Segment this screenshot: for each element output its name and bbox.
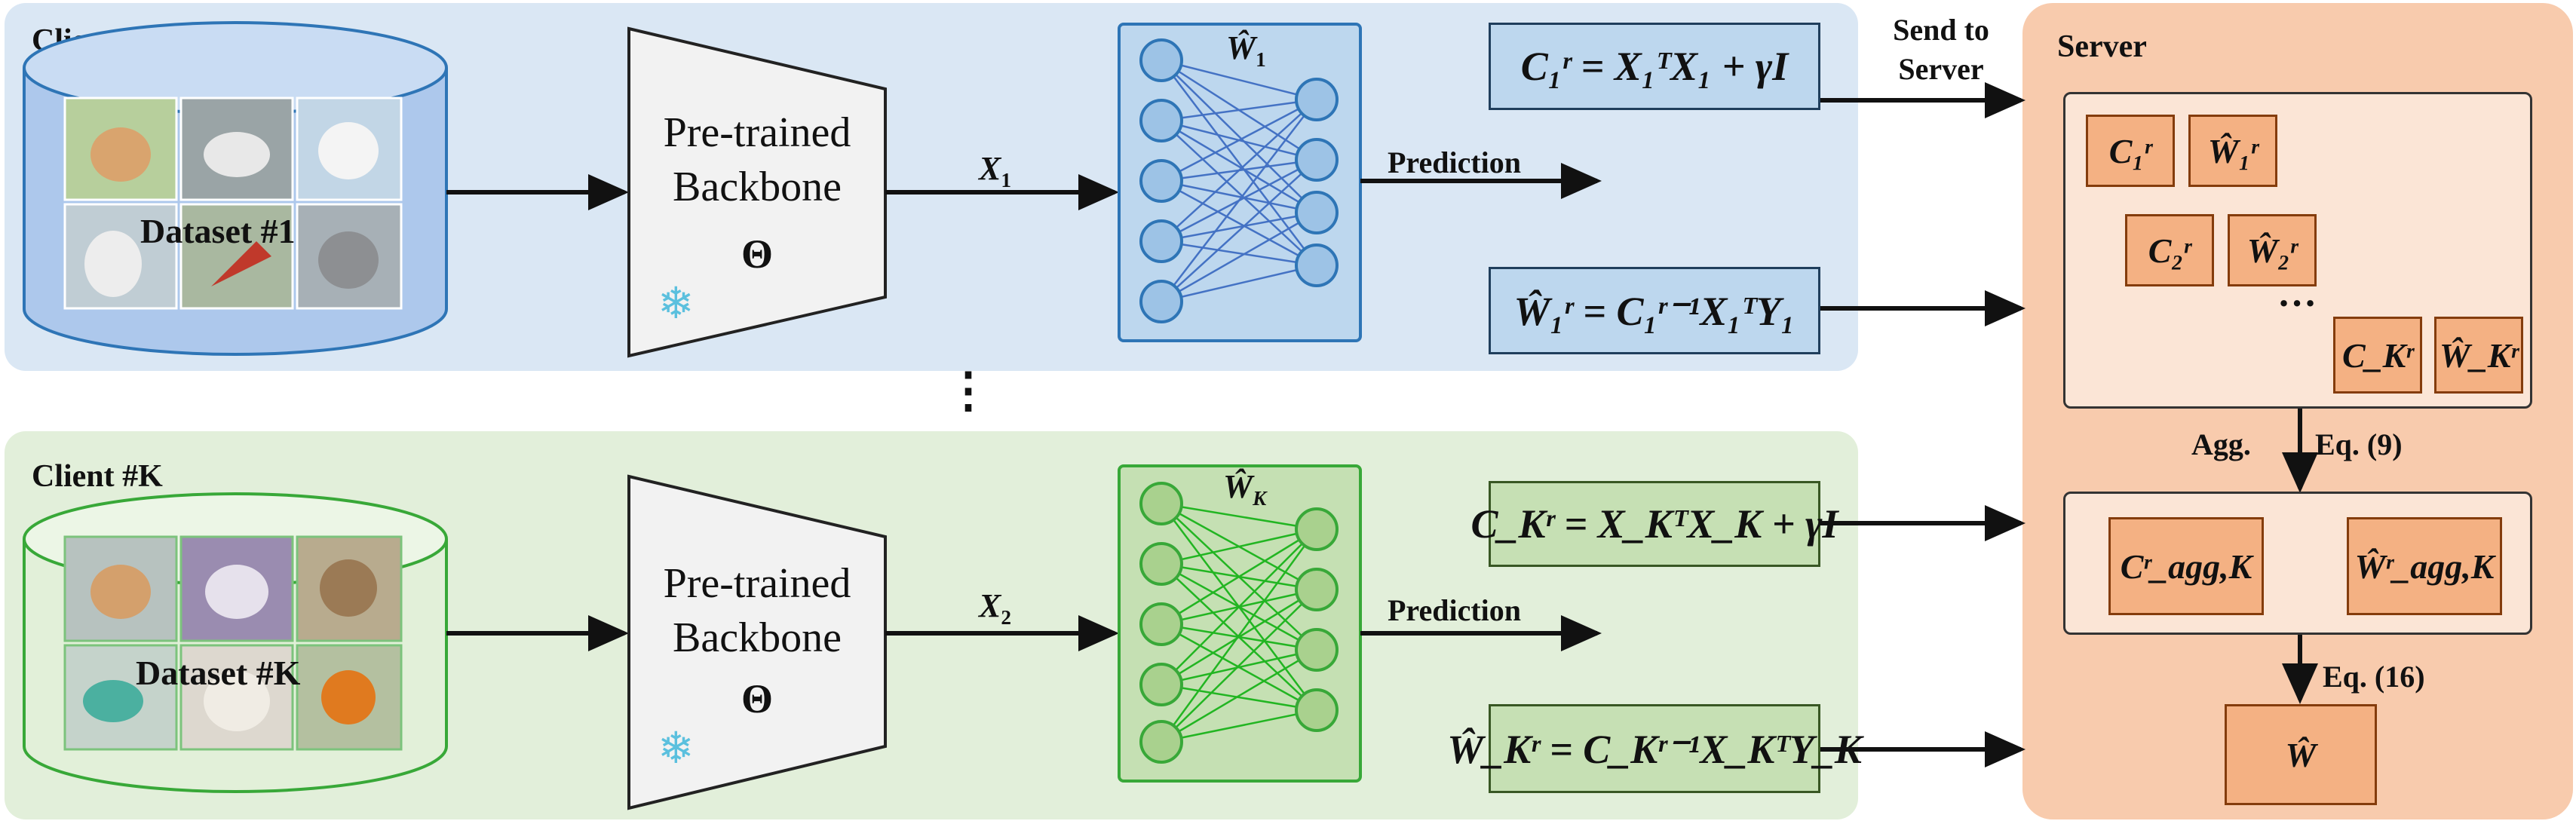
backbone-k-param: Θ bbox=[741, 676, 773, 721]
prediction-k-label: Prediction bbox=[1388, 593, 1522, 627]
head-1-connection bbox=[1161, 179, 1317, 267]
backbone-1-shape bbox=[627, 26, 887, 358]
feature-1-label: X1 bbox=[979, 150, 1011, 191]
head-1-connections bbox=[1161, 59, 1317, 303]
head-k-connection bbox=[1161, 648, 1317, 743]
backbone-k-line2: Backbone bbox=[673, 614, 842, 661]
dataset-k-cylinder bbox=[23, 492, 448, 793]
server-final-weight: Ŵ bbox=[2225, 704, 2377, 805]
backbone-1-param: Θ bbox=[741, 231, 773, 277]
snowflake-icon: ❄ bbox=[658, 724, 695, 773]
server-title: Server bbox=[2057, 29, 2147, 64]
head-1-connection bbox=[1161, 119, 1317, 214]
head-k-output-node bbox=[1295, 628, 1339, 672]
head-1-connection bbox=[1161, 99, 1317, 242]
cov-eq-1: C₁ʳ = X₁ᵀX₁ + γI bbox=[1489, 23, 1820, 110]
head-1-label: Ŵ1 bbox=[1226, 29, 1266, 71]
server-tile-w2: Ŵ₂ʳ bbox=[2228, 214, 2317, 286]
eq16-label: Eq. (16) bbox=[2323, 660, 2425, 694]
head-k-connection bbox=[1161, 528, 1317, 626]
head-1-input-node bbox=[1139, 159, 1183, 203]
server-tile-ck: C_Kʳ bbox=[2333, 317, 2422, 394]
dataset-1-cylinder bbox=[23, 21, 448, 356]
head-k-input-node bbox=[1139, 663, 1183, 706]
send-label-line2: Server bbox=[1898, 52, 1984, 86]
dataset-k-label: Dataset #K bbox=[136, 654, 301, 692]
backbone-1-line2: Backbone bbox=[673, 164, 842, 210]
head-1-connection bbox=[1161, 120, 1317, 266]
dataset-1-images bbox=[63, 96, 403, 310]
server-tile-w-agg: Ŵʳ_agg,K bbox=[2347, 517, 2502, 615]
head-k-connection bbox=[1161, 709, 1317, 743]
server-tile-c2: C₂ʳ bbox=[2125, 214, 2214, 286]
server-tile-c-agg: Cʳ_agg,K bbox=[2108, 517, 2264, 615]
backbone-1-label: Pre-trained Backbone bbox=[629, 106, 885, 214]
weight-eq-k: Ŵ_Kʳ = C_Kʳ⁻¹X_KᵀY_K bbox=[1447, 704, 1862, 793]
head-k-input-node bbox=[1139, 542, 1183, 586]
backbone-k-shape bbox=[627, 474, 887, 810]
head-k-output-node bbox=[1295, 688, 1339, 732]
head-1-connection bbox=[1161, 59, 1317, 101]
head-k-input-node bbox=[1139, 602, 1183, 646]
cov-eq-k: C_Kʳ = X_KᵀX_K + γI bbox=[1471, 481, 1838, 567]
head-1-connection bbox=[1161, 211, 1317, 243]
head-1-connection bbox=[1161, 60, 1317, 266]
head-1-output-node bbox=[1295, 244, 1339, 287]
head-1-connection bbox=[1161, 60, 1317, 213]
server-tile-c1: C₁ʳ bbox=[2086, 115, 2175, 187]
head-1-input-node bbox=[1139, 38, 1183, 82]
head-k-nodes bbox=[1139, 482, 1339, 764]
head-1-nodes bbox=[1139, 38, 1339, 323]
head-1-connection bbox=[1161, 99, 1317, 302]
head-k-connection bbox=[1160, 528, 1318, 743]
backbone-k-line1: Pre-trained bbox=[663, 560, 851, 607]
head-1-output-node bbox=[1295, 138, 1339, 182]
head-k-connection bbox=[1161, 683, 1317, 712]
prediction-1-label: Prediction bbox=[1388, 146, 1522, 179]
weight-eq-1: Ŵ₁ʳ = C₁ʳ⁻¹X₁ᵀY₁ bbox=[1489, 267, 1820, 354]
head-k-input-node bbox=[1139, 482, 1183, 525]
backbone-1-line1: Pre-trained bbox=[663, 109, 851, 156]
head-1-connection bbox=[1161, 264, 1317, 303]
head-k-connection bbox=[1161, 589, 1317, 743]
head-k-connection bbox=[1161, 528, 1317, 685]
agg-label: Agg. bbox=[2191, 427, 2251, 461]
head-k-connection bbox=[1161, 502, 1317, 531]
head-1-connection bbox=[1161, 98, 1317, 182]
head-1-connection bbox=[1161, 159, 1317, 302]
dataset-k-images bbox=[63, 535, 403, 751]
send-to-server-label: Send to Server bbox=[1873, 11, 2009, 89]
eq9-label: Eq. (9) bbox=[2315, 427, 2403, 461]
server-tile-wk: Ŵ_Kʳ bbox=[2434, 317, 2523, 394]
head-1-output-node bbox=[1295, 191, 1339, 234]
server-ellipsis: … bbox=[2277, 272, 2317, 315]
head-1-connection bbox=[1161, 179, 1317, 214]
snowflake-icon: ❄ bbox=[658, 279, 695, 328]
head-1-input-node bbox=[1139, 219, 1183, 263]
head-k-input-node bbox=[1139, 720, 1183, 764]
head-1-connection bbox=[1161, 98, 1317, 122]
server-tile-w1: Ŵ₁ʳ bbox=[2188, 115, 2277, 187]
head-k-output-node bbox=[1295, 507, 1339, 551]
head-k-connections bbox=[1160, 502, 1318, 743]
head-1-connection bbox=[1161, 211, 1317, 303]
head-1-input-node bbox=[1139, 280, 1183, 323]
head-k-connection bbox=[1161, 648, 1317, 686]
dataset-1-label: Dataset #1 bbox=[140, 212, 296, 250]
head-k-label: ŴK bbox=[1223, 468, 1267, 510]
feature-k-label: X2 bbox=[979, 587, 1011, 629]
head-1-connection bbox=[1161, 240, 1317, 267]
head-k-connection bbox=[1161, 528, 1317, 565]
head-k-output-node bbox=[1295, 568, 1339, 611]
send-label-line1: Send to bbox=[1893, 13, 1989, 47]
backbone-k-label: Pre-trained Backbone bbox=[629, 556, 885, 665]
head-1-output-node bbox=[1295, 78, 1339, 121]
client-k-title: Client #K bbox=[32, 459, 163, 494]
client-ellipsis: ⋮ bbox=[944, 363, 992, 417]
head-1-input-node bbox=[1139, 99, 1183, 142]
